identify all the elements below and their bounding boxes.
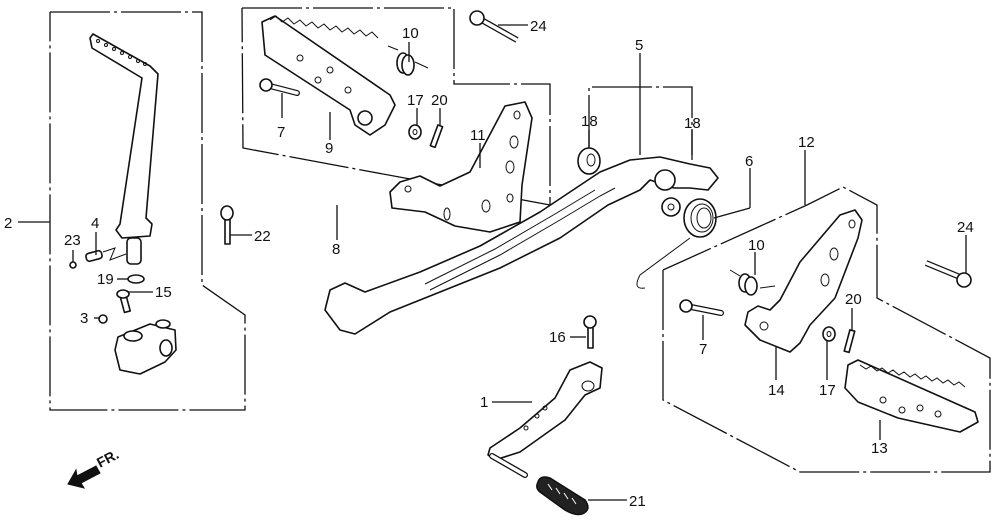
leader-lines bbox=[18, 24, 967, 501]
brake-return-spring[interactable] bbox=[636, 198, 717, 289]
callout-9[interactable]: 9 bbox=[325, 140, 333, 157]
callout-6[interactable]: 6 bbox=[745, 153, 753, 170]
cotter-pin-right[interactable] bbox=[843, 329, 856, 354]
kick-arm-bolt[interactable] bbox=[116, 289, 132, 314]
callout-15[interactable]: 15 bbox=[155, 284, 172, 301]
kick-starter-arm[interactable] bbox=[89, 33, 159, 265]
change-pedal[interactable] bbox=[487, 361, 603, 478]
callout-3[interactable]: 3 bbox=[80, 310, 88, 327]
brake-pedal[interactable] bbox=[324, 156, 719, 335]
step-holder-bolt-left[interactable] bbox=[469, 10, 519, 43]
callout-12[interactable]: 12 bbox=[798, 134, 815, 151]
callout-24-right[interactable]: 24 bbox=[957, 219, 974, 236]
callout-7-right[interactable]: 7 bbox=[699, 341, 707, 358]
callout-20-right[interactable]: 20 bbox=[845, 291, 862, 308]
callout-10-left[interactable]: 10 bbox=[402, 25, 419, 42]
callout-11[interactable]: 11 bbox=[470, 127, 486, 144]
kick-arm-spring[interactable] bbox=[85, 247, 127, 263]
step-holder-bolt-right[interactable] bbox=[924, 260, 972, 288]
front-arrow-icon bbox=[67, 465, 101, 489]
callout-17-right[interactable]: 17 bbox=[819, 382, 836, 399]
step-pin-right[interactable] bbox=[679, 299, 724, 316]
left-step-holder[interactable] bbox=[389, 101, 533, 233]
cotter-pin-left[interactable] bbox=[429, 124, 444, 149]
callout-4[interactable]: 4 bbox=[91, 215, 99, 232]
change-pedal-bolt[interactable] bbox=[583, 315, 597, 349]
right-step-holder[interactable] bbox=[744, 209, 863, 353]
dust-seal-left[interactable] bbox=[577, 147, 601, 175]
steel-ball[interactable] bbox=[69, 261, 77, 269]
callout-13[interactable]: 13 bbox=[871, 440, 888, 457]
callout-21[interactable]: 21 bbox=[629, 493, 646, 510]
callout-23[interactable]: 23 bbox=[64, 232, 81, 249]
step-pin-left[interactable] bbox=[259, 78, 300, 96]
washer-right[interactable] bbox=[822, 326, 836, 342]
step-spring-left[interactable] bbox=[387, 45, 429, 76]
group-outline-left-step bbox=[241, 7, 551, 206]
left-step[interactable] bbox=[261, 15, 396, 136]
callout-24-top[interactable]: 24 bbox=[530, 18, 547, 35]
callout-5[interactable]: 5 bbox=[635, 37, 643, 54]
front-direction-marker: FR. bbox=[67, 446, 121, 489]
group-outline-right-step bbox=[662, 186, 991, 473]
o-ring[interactable] bbox=[127, 274, 145, 284]
group-outline-kick-starter bbox=[49, 11, 246, 411]
callout-22[interactable]: 22 bbox=[254, 228, 271, 245]
callout-18-right[interactable]: 18 bbox=[684, 115, 701, 132]
right-step[interactable] bbox=[844, 359, 979, 433]
callout-16[interactable]: 16 bbox=[549, 329, 566, 346]
flange-bolt[interactable] bbox=[220, 205, 234, 245]
callout-1[interactable]: 1 bbox=[480, 394, 488, 411]
callout-7-left[interactable]: 7 bbox=[277, 124, 285, 141]
callout-labels: 2 4 23 19 15 3 7 9 10 17 20 11 8 22 24 5… bbox=[4, 18, 974, 510]
callout-10-right[interactable]: 10 bbox=[748, 237, 765, 254]
kick-arm-ball[interactable] bbox=[98, 314, 108, 324]
change-pedal-rubber[interactable] bbox=[536, 476, 589, 516]
callout-19[interactable]: 19 bbox=[97, 271, 114, 288]
step-spring-right[interactable] bbox=[729, 269, 776, 296]
callout-14[interactable]: 14 bbox=[768, 382, 785, 399]
callout-8[interactable]: 8 bbox=[332, 241, 340, 258]
kick-arm-boss[interactable] bbox=[114, 319, 177, 375]
callout-20-left[interactable]: 20 bbox=[431, 92, 448, 109]
callout-2[interactable]: 2 bbox=[4, 215, 12, 232]
front-label: FR. bbox=[94, 446, 121, 471]
callout-18-left[interactable]: 18 bbox=[581, 113, 598, 130]
callout-17-left[interactable]: 17 bbox=[407, 92, 424, 109]
washer-left[interactable] bbox=[408, 124, 422, 140]
